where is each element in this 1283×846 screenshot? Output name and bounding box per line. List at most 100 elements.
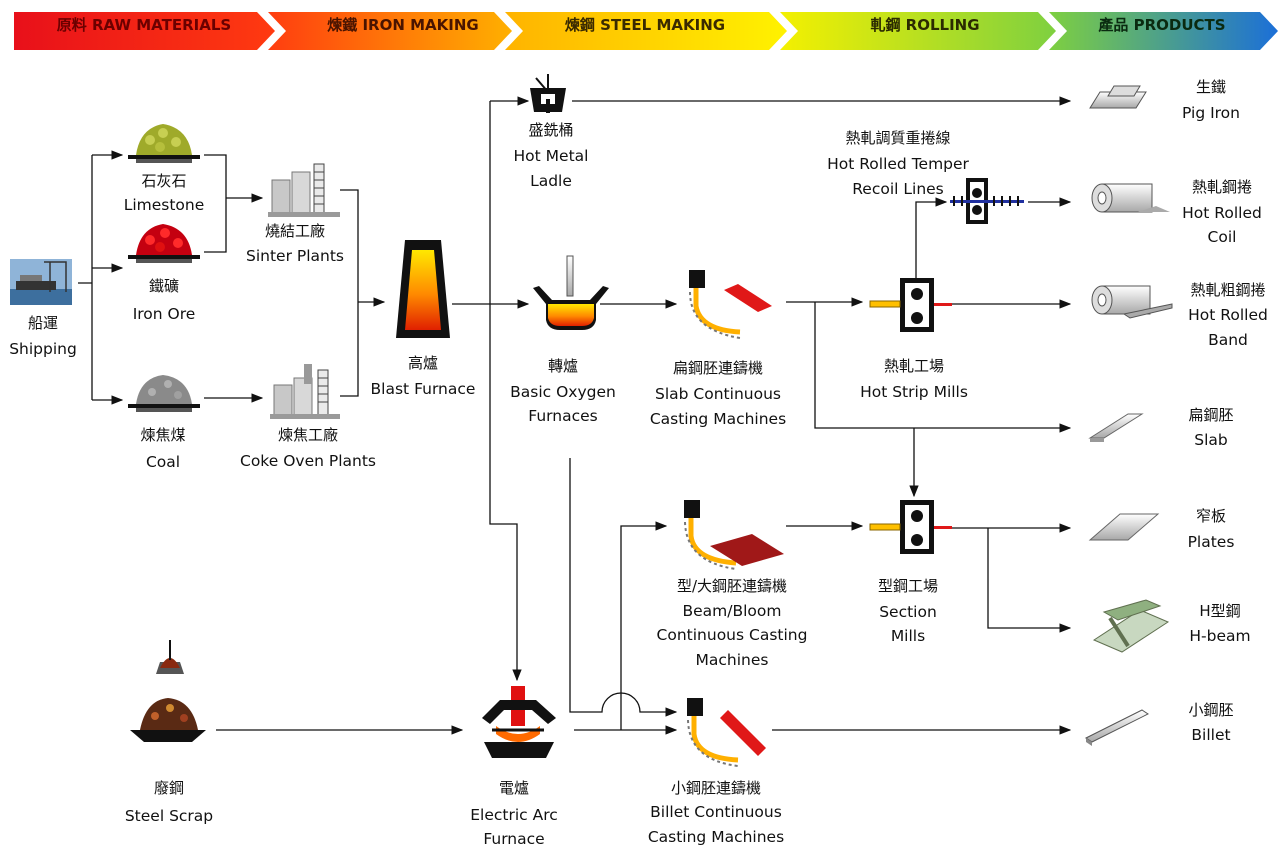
stage-arrow-rolling xyxy=(780,12,1056,50)
node-limestone: 石灰石 Limestone xyxy=(124,172,205,214)
billet-product-icon xyxy=(1085,709,1149,746)
hsm-zh-label: 熱軋工場 xyxy=(884,357,944,375)
scrap-zh-label: 廢鋼 xyxy=(154,779,184,797)
connector-hsm-to-temper xyxy=(915,197,948,278)
process-stage-banner: 原料 RAW MATERIALS 煉鐵 IRON MAKING 煉鋼 STEEL… xyxy=(14,12,1278,50)
connector-eaf-to-beam-cc xyxy=(620,521,668,730)
node-section-mills: 型鋼工場 Section Mills xyxy=(878,577,938,645)
product-hot-rolled-coil: 熱軋鋼捲 Hot Rolled Coil xyxy=(1182,178,1262,246)
connector-slab-cc-to-slab xyxy=(814,302,1072,433)
flow-connectors xyxy=(78,96,1072,735)
node-hot-metal-ladle: 盛銑桶 Hot Metal Ladle xyxy=(514,121,589,190)
section-mill-icon xyxy=(869,500,952,554)
hot-rolled-band-icon xyxy=(1091,285,1173,319)
basic-oxygen-furnace-icon xyxy=(533,255,609,330)
product-hot-rolled-band: 熱軋粗鋼捲 Hot Rolled Band xyxy=(1188,281,1268,349)
limestone-zh-label: 石灰石 xyxy=(141,172,186,190)
billet-zh-label: 小鋼胚 xyxy=(1188,701,1233,719)
blast-furnace-en-label: Blast Furnace xyxy=(371,380,476,398)
hr-band-zh-label: 熱軋粗鋼捲 xyxy=(1190,281,1265,299)
hsm-en-label: Hot Strip Mills xyxy=(860,383,968,401)
hot-metal-ladle-icon xyxy=(530,74,566,113)
stage-label-products: 產品 PRODUCTS xyxy=(1097,16,1225,34)
slab-output-icon xyxy=(724,284,772,312)
product-billet: 小鋼胚 Billet xyxy=(1188,701,1233,744)
bof-zh-label: 轉爐 xyxy=(548,357,578,375)
scrap-en-label: Steel Scrap xyxy=(125,807,213,825)
coal-pile-icon xyxy=(128,375,200,412)
billet-caster-icon xyxy=(687,698,766,767)
temper-zh-label: 熱軋調質重捲線 xyxy=(845,129,950,147)
hr-coil-en-label-1: Hot Rolled xyxy=(1182,204,1262,222)
stage-label-raw: 原料 RAW MATERIALS xyxy=(57,16,231,34)
temper-recoil-line-icon xyxy=(950,178,1024,224)
billet-cc-en-label-2: Casting Machines xyxy=(648,828,784,846)
billet-cc-en-label-1: Billet Continuous xyxy=(650,803,782,821)
node-sinter: 燒結工廠 Sinter Plants xyxy=(246,222,344,265)
bof-en-label-1: Basic Oxygen xyxy=(510,383,616,401)
slab-caster-icon xyxy=(689,270,772,339)
product-slab: 扁鋼胚 Slab xyxy=(1188,406,1233,449)
hr-band-en-label-1: Hot Rolled xyxy=(1188,306,1268,324)
node-beam-bloom-cc: 型/大鋼胚連鑄機 Beam/Bloom Continuous Casting M… xyxy=(657,577,808,669)
eaf-zh-label: 電爐 xyxy=(499,779,529,797)
slab-cc-en-label-2: Casting Machines xyxy=(650,410,786,428)
stage-arrow-iron xyxy=(268,12,512,50)
hr-band-en-label-2: Band xyxy=(1208,331,1248,349)
connector-limestone-ore-merge xyxy=(204,154,227,253)
stage-arrow-steel xyxy=(505,12,787,50)
node-electric-arc-furnace: 電爐 Electric Arc Furnace xyxy=(470,779,558,846)
h-beam-icon xyxy=(1092,599,1170,653)
stage-label-steel: 煉鋼 STEEL MAKING xyxy=(564,16,725,34)
pig-iron-zh-label: 生鐵 xyxy=(1196,78,1226,96)
connector-bof-to-billet-cc xyxy=(569,458,678,717)
eaf-en-label-1: Electric Arc xyxy=(470,806,558,824)
coal-zh-label: 煉焦煤 xyxy=(140,426,185,444)
ladle-en-label-2: Ladle xyxy=(530,172,572,190)
hbeam-en-label: H-beam xyxy=(1189,627,1250,645)
coke-oven-icon xyxy=(270,364,340,419)
plates-en-label: Plates xyxy=(1188,533,1235,551)
product-h-beam: H型鋼 H-beam xyxy=(1189,602,1250,645)
node-bof: 轉爐 Basic Oxygen Furnaces xyxy=(510,357,616,425)
limestone-pile-icon xyxy=(128,124,200,163)
slab-en-label: Slab xyxy=(1194,431,1227,449)
iron-ore-zh-label: 鐵礦 xyxy=(149,277,179,295)
beam-cc-en-label-1: Beam/Bloom xyxy=(683,602,782,620)
shipping-en-label: Shipping xyxy=(9,340,77,358)
limestone-en-label: Limestone xyxy=(124,196,205,214)
section-zh-label: 型鋼工場 xyxy=(878,577,938,595)
sinter-en-label: Sinter Plants xyxy=(246,247,344,265)
node-slab-cc: 扁鋼胚連鑄機 Slab Continuous Casting Machines xyxy=(650,359,786,428)
node-steel-scrap: 廢鋼 Steel Scrap xyxy=(125,779,213,825)
ship-icon xyxy=(10,259,72,305)
node-blast-furnace: 高爐 Blast Furnace xyxy=(371,354,476,398)
node-temper-recoil: 熱軋調質重捲線 Hot Rolled Temper Recoil Lines xyxy=(827,129,969,198)
coke-en-label: Coke Oven Plants xyxy=(240,452,376,470)
bof-en-label-2: Furnaces xyxy=(528,407,597,425)
hr-coil-zh-label: 熱軋鋼捲 xyxy=(1192,178,1252,196)
beam-bloom-caster-icon xyxy=(684,500,784,570)
stage-label-rolling: 軋鋼 ROLLING xyxy=(870,16,979,34)
beam-cc-en-label-3: Machines xyxy=(696,651,769,669)
stage-label-iron: 煉鐵 IRON MAKING xyxy=(326,16,479,34)
shipping-zh-label: 船運 xyxy=(28,314,58,332)
slab-zh-label: 扁鋼胚 xyxy=(1188,406,1233,424)
stage-arrow-raw xyxy=(14,12,275,50)
node-shipping: 船運 Shipping xyxy=(9,314,77,358)
hbeam-zh-label: H型鋼 xyxy=(1199,602,1240,620)
connector-blast-to-eaf xyxy=(489,304,522,682)
product-pig-iron: 生鐵 Pig Iron xyxy=(1182,78,1240,122)
node-billet-cc: 小鋼胚連鑄機 Billet Continuous Casting Machine… xyxy=(648,779,784,846)
section-en-label-2: Mills xyxy=(891,627,925,645)
bloom-output-icon xyxy=(710,534,784,566)
coke-zh-label: 煉焦工廠 xyxy=(278,426,338,444)
blast-furnace-icon xyxy=(396,240,450,338)
sinter-plant-icon xyxy=(268,163,340,217)
coal-en-label: Coal xyxy=(146,453,180,471)
slab-product-icon xyxy=(1088,413,1144,442)
billet-cc-zh-label: 小鋼胚連鑄機 xyxy=(671,779,761,797)
hot-strip-mill-icon xyxy=(869,278,952,332)
steel-scrap-icon xyxy=(130,640,206,742)
blast-furnace-zh-label: 高爐 xyxy=(408,354,438,372)
